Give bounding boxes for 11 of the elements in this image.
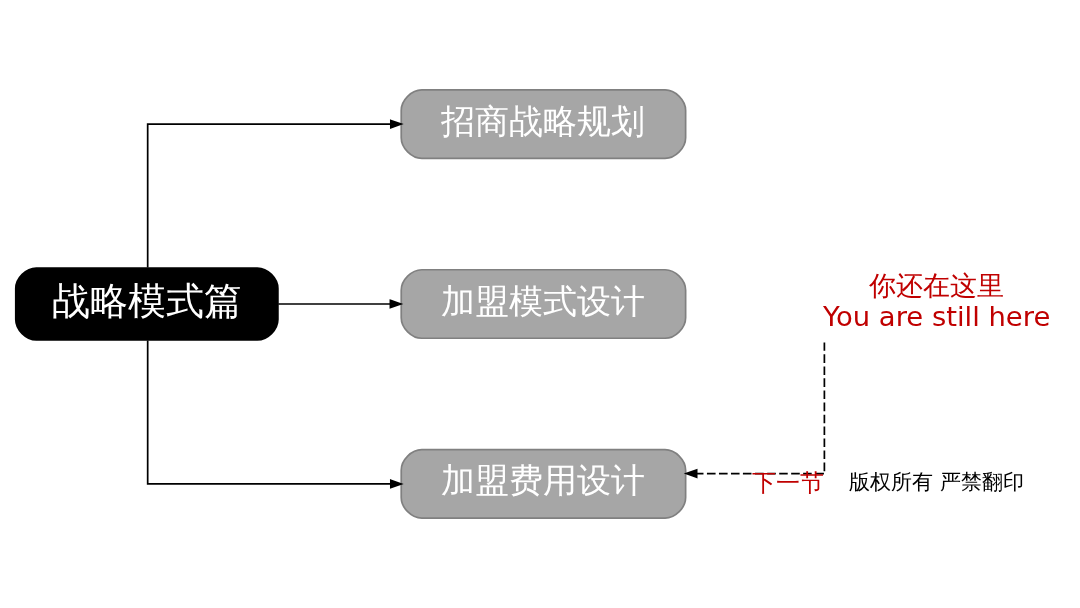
edge-label: 下一节 [751,469,824,498]
arrow [146,119,404,269]
node-box: 战略模式篇 [14,267,279,341]
node-box: 加盟费用设计 [400,448,687,519]
node-text: 你还在这里 You are still here [822,270,1051,332]
node-box: 加盟模式设计 [400,268,687,340]
label: 版权所有 严禁翻印 [849,470,1024,495]
arrow [146,339,404,489]
arrow [683,341,826,479]
node-box: 招商战略规划 [400,89,687,160]
arrow [277,299,404,309]
